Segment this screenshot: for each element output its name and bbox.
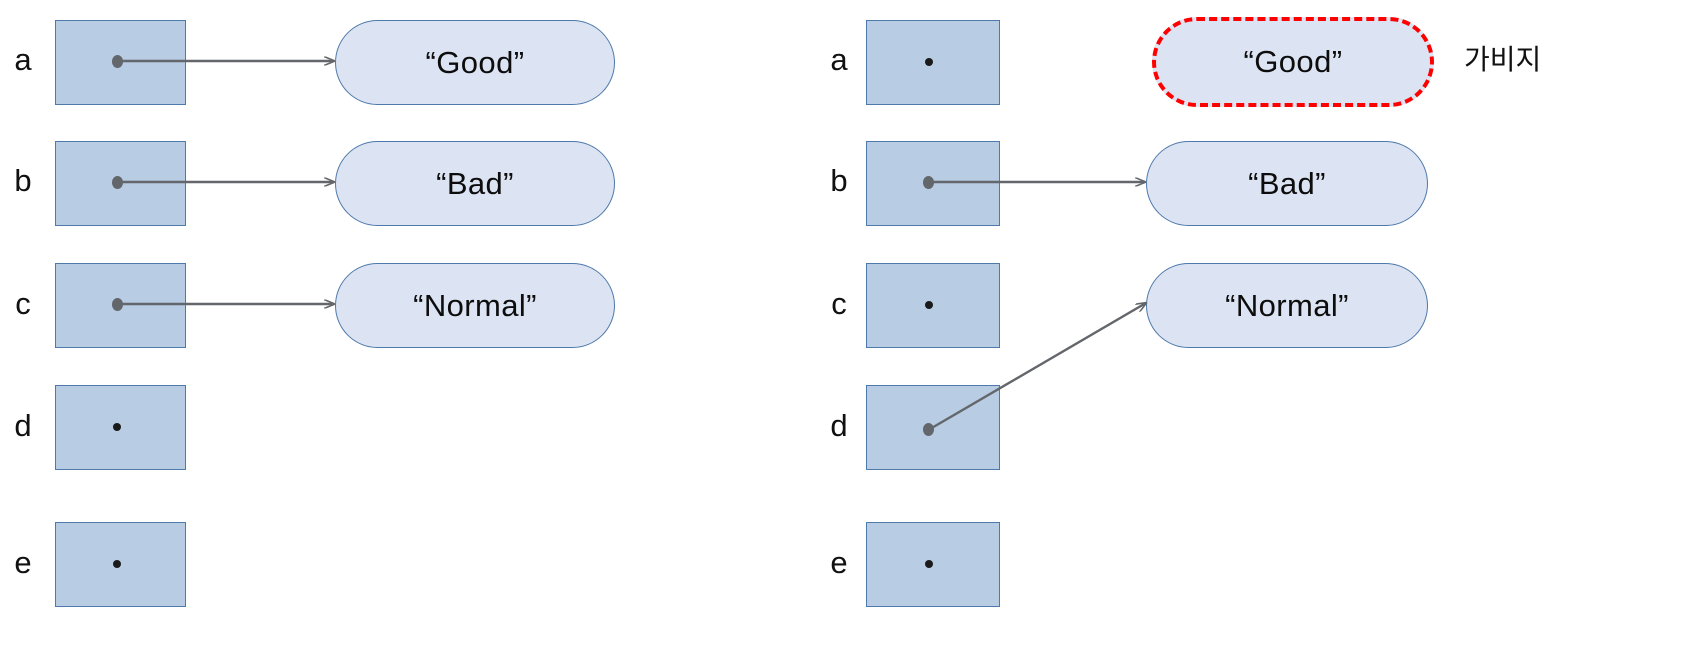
right-null-dot-e: [925, 560, 933, 568]
left-null-dot-d: [113, 423, 121, 431]
right-null-dot-a: [925, 58, 933, 66]
left-row-label-a: a: [14, 42, 32, 77]
left-null-dot-e: [113, 560, 121, 568]
left-string-box-good[interactable]: “Good”: [335, 20, 615, 105]
left-row-label-b: b: [14, 163, 32, 198]
right-string-box-good-garbage[interactable]: “Good”: [1152, 17, 1434, 107]
left-pointer-dot-a: [112, 55, 123, 68]
right-pointer-dot-b: [923, 176, 934, 189]
left-var-box-d[interactable]: [55, 385, 186, 470]
garbage-annotation: 가비지: [1464, 44, 1542, 75]
right-var-box-e[interactable]: [866, 522, 1000, 607]
right-pointer-dot-d: [923, 423, 934, 436]
right-row-label-a: a: [830, 42, 848, 77]
right-string-box-normal[interactable]: “Normal”: [1146, 263, 1428, 348]
right-row-label-b: b: [830, 163, 848, 198]
right-var-box-a[interactable]: [866, 20, 1000, 105]
left-pointer-dot-c: [112, 298, 123, 311]
left-row-label-c: c: [15, 286, 31, 321]
right-row-label-d: d: [830, 408, 848, 443]
right-string-box-bad[interactable]: “Bad”: [1146, 141, 1428, 226]
right-var-box-c[interactable]: [866, 263, 1000, 348]
right-row-label-c: c: [831, 286, 847, 321]
left-string-box-bad[interactable]: “Bad”: [335, 141, 615, 226]
left-row-label-d: d: [14, 408, 32, 443]
left-row-label-e: e: [14, 545, 32, 580]
right-null-dot-c: [925, 301, 933, 309]
left-string-box-normal[interactable]: “Normal”: [335, 263, 615, 348]
right-row-label-e: e: [830, 545, 848, 580]
left-pointer-dot-b: [112, 176, 123, 189]
